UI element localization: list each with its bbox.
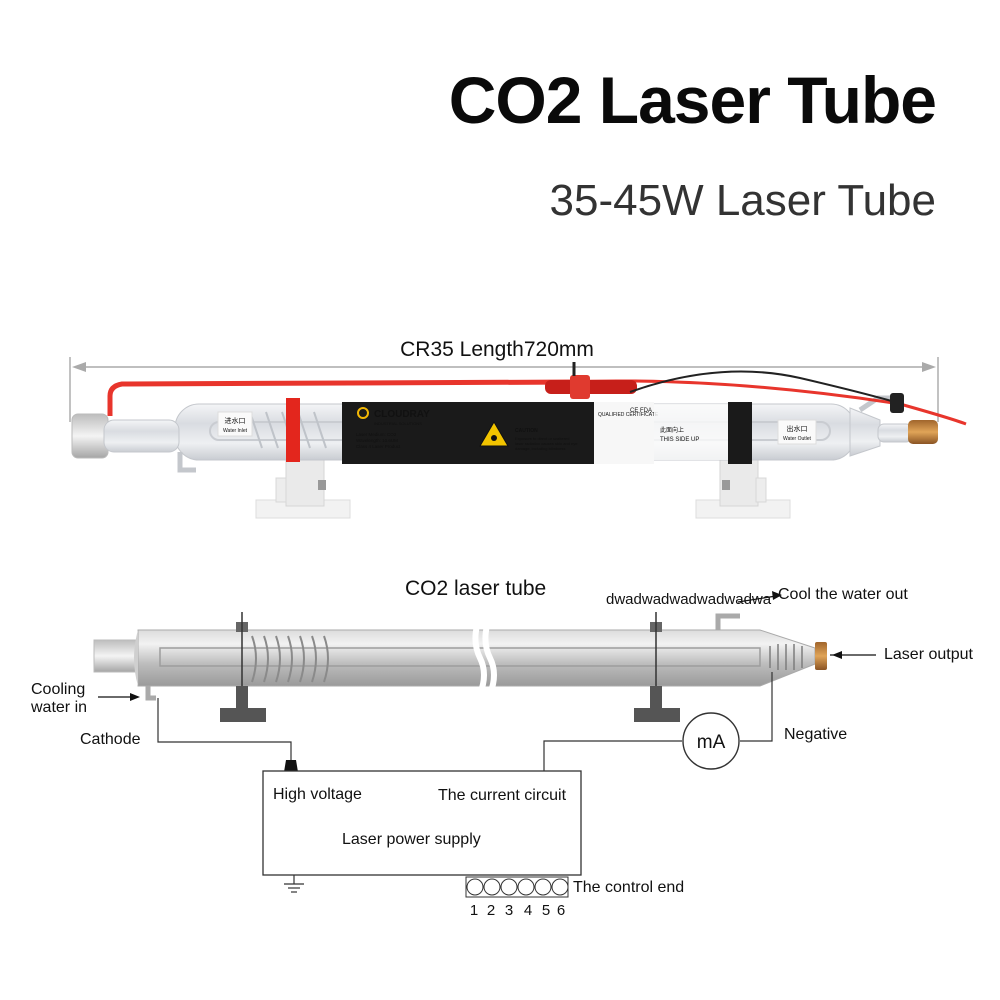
tube-mount-left xyxy=(255,435,351,519)
cooling-water-in-label-2: water in xyxy=(30,699,87,716)
terminal-3: 3 xyxy=(505,902,513,919)
certificate-label: QUALIFIED CERTIFICATE CE FDA 此面向上 THIS S… xyxy=(594,402,732,464)
page-subtitle: 35-45W Laser Tube xyxy=(549,176,936,225)
cathode-label: Cathode xyxy=(80,731,141,748)
watermark-text: dwadwadwadwadwadwa xyxy=(606,591,772,608)
cathode-end-cap xyxy=(93,639,139,673)
svg-text:laser radiation causes skin an: laser radiation causes skin and eye xyxy=(515,441,578,446)
terminal-2: 2 xyxy=(487,902,495,919)
cooling-water-in-label: Cooling xyxy=(31,681,85,698)
terminal-6: 6 xyxy=(557,902,565,919)
svg-text:THIS SIDE UP: THIS SIDE UP xyxy=(660,437,699,443)
milliamp-meter: mA xyxy=(682,712,740,770)
terminal-4: 4 xyxy=(524,902,532,919)
schematic-diagram: CO2 laser tube dwadwadwadwadwadwa xyxy=(30,577,974,919)
svg-text:出水口: 出水口 xyxy=(787,424,808,433)
tube-photo: CR35 Length720mm xyxy=(69,336,967,519)
svg-text:INDUSTRIAL SOLUTIONS: INDUSTRIAL SOLUTIONS xyxy=(374,421,422,426)
svg-text:QUALIFIED CERTIFICATE: QUALIFIED CERTIFICATE xyxy=(598,412,659,418)
length-label: CR35 Length720mm xyxy=(400,338,594,361)
length-dimension: CR35 Length720mm xyxy=(69,336,939,422)
product-label: CLOUDRAY INDUSTRIAL SOLUTIONS Laser Medi… xyxy=(342,402,594,464)
tube-label: CO2 laser tube xyxy=(405,577,546,600)
svg-text:Exposure to direct or scattere: Exposure to direct or scattered xyxy=(515,436,569,441)
water-inlet-sticker: 进水口 Water Inlet xyxy=(217,411,253,437)
left-end-cap xyxy=(71,413,180,459)
svg-text:Water Outlet: Water Outlet xyxy=(783,436,811,442)
brand-name: CLOUDRAY xyxy=(374,409,430,420)
power-supply-label: Laser power supply xyxy=(342,831,481,848)
control-terminal-block: 1 2 3 4 5 6 The control end xyxy=(465,876,684,919)
control-end-label: The control end xyxy=(573,879,684,896)
laser-output-lens xyxy=(815,642,827,670)
svg-text:此面向上: 此面向上 xyxy=(660,426,684,434)
page-title: CO2 Laser Tube xyxy=(448,63,937,137)
svg-text:Water Inlet: Water Inlet xyxy=(223,428,248,434)
svg-text:CAUTION: CAUTION xyxy=(515,428,538,434)
water-outlet-sticker: 出水口 Water Outlet xyxy=(777,419,817,445)
current-circuit-label: The current circuit xyxy=(438,787,567,804)
right-end-nozzle xyxy=(877,420,938,444)
schematic-cooling-coil xyxy=(251,635,329,683)
laser-warning-icon xyxy=(479,421,509,447)
svg-text:CE FDA: CE FDA xyxy=(630,408,652,414)
svg-text:damage, including blindness: damage, including blindness xyxy=(515,446,565,451)
cool-water-out-label: Cool the water out xyxy=(778,586,908,603)
terminal-5: 5 xyxy=(542,902,550,919)
meter-label: mA xyxy=(697,732,726,753)
wiring xyxy=(157,672,773,893)
high-voltage-wire xyxy=(107,362,967,462)
svg-text:Class 4 Laser Product: Class 4 Laser Product xyxy=(356,444,401,449)
svg-text:Wavelength: 10.6UM: Wavelength: 10.6UM xyxy=(356,438,398,443)
electrode-anode-post xyxy=(220,612,266,722)
negative-label: Negative xyxy=(784,726,847,743)
electrode-cathode-post xyxy=(634,612,680,722)
high-voltage-label: High voltage xyxy=(273,786,362,803)
laser-power-supply: High voltage The current circuit Laser p… xyxy=(262,770,582,876)
laser-output-label: Laser output xyxy=(884,646,974,663)
terminal-1: 1 xyxy=(470,902,478,919)
svg-text:Laser Medium: CO2: Laser Medium: CO2 xyxy=(356,432,397,437)
high-voltage-connector xyxy=(284,760,298,772)
svg-text:进水口: 进水口 xyxy=(225,416,246,425)
